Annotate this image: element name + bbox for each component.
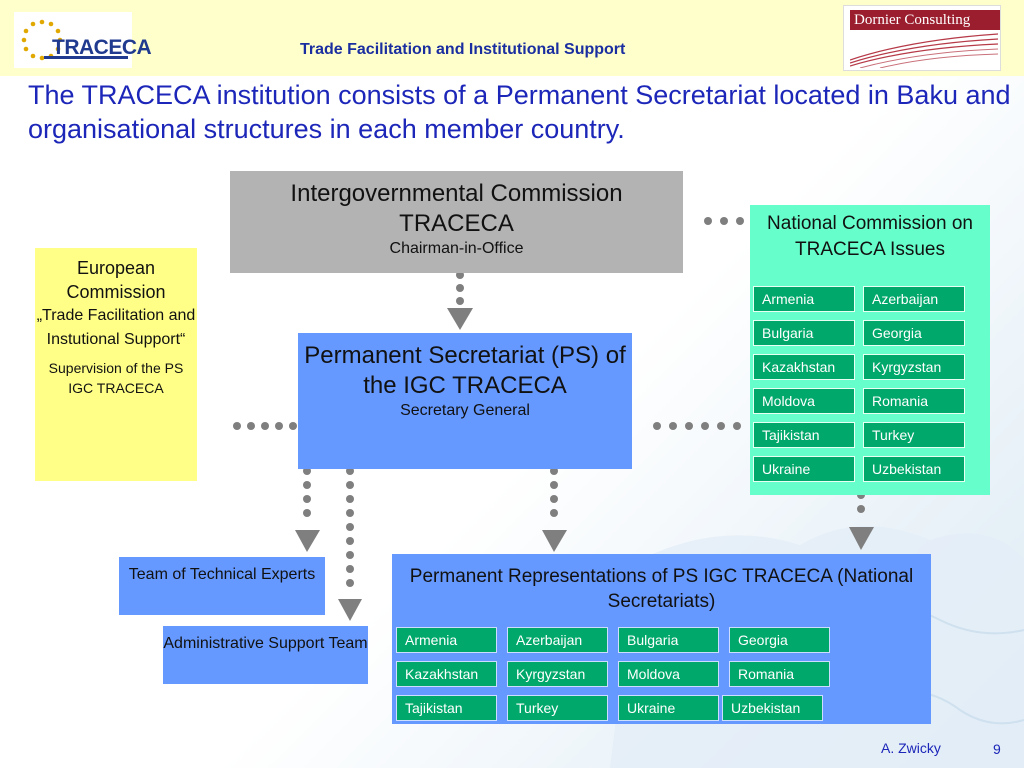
nc-country-item: Tajikistan bbox=[753, 422, 855, 448]
pr-country-item: Kazakhstan bbox=[396, 661, 497, 687]
nc-country-item: Turkey bbox=[863, 422, 965, 448]
pr-country-item: Tajikistan bbox=[396, 695, 497, 721]
ec-project: „Trade Facilitation and Instutional Supp… bbox=[36, 307, 196, 348]
pr-country-item: Moldova bbox=[618, 661, 719, 687]
header-title: Trade Facilitation and Institutional Sup… bbox=[300, 41, 626, 58]
pr-country-item: Bulgaria bbox=[618, 627, 719, 653]
nc-country-item: Georgia bbox=[863, 320, 965, 346]
pr-country-item: Armenia bbox=[396, 627, 497, 653]
nc-country-item: Armenia bbox=[753, 286, 855, 312]
pr-country-item: Uzbekistan bbox=[722, 695, 823, 721]
igc-subtitle: TRACECA bbox=[399, 210, 514, 237]
pr-title: Permanent Representations of PS IGC TRAC… bbox=[409, 566, 914, 612]
pr-country-item: Ukraine bbox=[618, 695, 719, 721]
header-bar: TRACECA Trade Facilitation and Instituti… bbox=[0, 0, 1024, 76]
pr-country-item: Kyrgyzstan bbox=[507, 661, 608, 687]
technical-experts-box: Team of Technical Experts bbox=[119, 557, 325, 615]
traceca-logo: TRACECA bbox=[14, 12, 152, 68]
pr-country-item: Azerbaijan bbox=[507, 627, 608, 653]
administrative-support-box: Administrative Support Team bbox=[163, 626, 368, 684]
permanent-secretariat-box: Permanent Secretariat (PS) of the IGC TR… bbox=[298, 333, 632, 469]
nc-country-item: Moldova bbox=[753, 388, 855, 414]
ec-supervision: Supervision of the PS IGC TRACECA bbox=[48, 360, 184, 396]
nc-country-item: Ukraine bbox=[753, 456, 855, 482]
pr-country-item: Georgia bbox=[729, 627, 830, 653]
igc-title: Intergovernmental Commission bbox=[290, 180, 623, 207]
national-commission-box: National Commission on TRACECA Issues Ar… bbox=[750, 205, 990, 495]
intro-text: The TRACECA institution consists of a Pe… bbox=[28, 80, 1011, 144]
nc-country-item: Romania bbox=[863, 388, 965, 414]
dornier-consulting-logo: Dornier Consulting bbox=[843, 5, 1001, 71]
traceca-logo-text: TRACECA bbox=[52, 36, 152, 59]
permanent-representations-box: Permanent Representations of PS IGC TRAC… bbox=[392, 554, 931, 724]
nc-country-item: Kazakhstan bbox=[753, 354, 855, 380]
footer-author: A. Zwicky bbox=[881, 740, 941, 756]
pr-country-item: Turkey bbox=[507, 695, 608, 721]
dornier-logo-text: Dornier Consulting bbox=[850, 10, 1000, 30]
igc-chairman: Chairman-in-Office bbox=[389, 240, 524, 257]
nc-country-item: Bulgaria bbox=[753, 320, 855, 346]
ec-title: European Commission bbox=[66, 258, 166, 302]
igc-box: Intergovernmental Commission TRACECA Cha… bbox=[230, 171, 683, 273]
page-number: 9 bbox=[993, 741, 1001, 757]
nc-title: National Commission on TRACECA Issues bbox=[767, 213, 973, 260]
nc-country-item: Azerbaijan bbox=[863, 286, 965, 312]
nc-country-item: Uzbekistan bbox=[863, 456, 965, 482]
european-commission-box: European Commission „Trade Facilitation … bbox=[35, 248, 197, 481]
nc-country-item: Kyrgyzstan bbox=[863, 354, 965, 380]
ps-title: Permanent Secretariat (PS) of the IGC TR… bbox=[304, 342, 626, 399]
pr-country-item: Romania bbox=[729, 661, 830, 687]
ps-secretary-general: Secretary General bbox=[400, 402, 530, 419]
